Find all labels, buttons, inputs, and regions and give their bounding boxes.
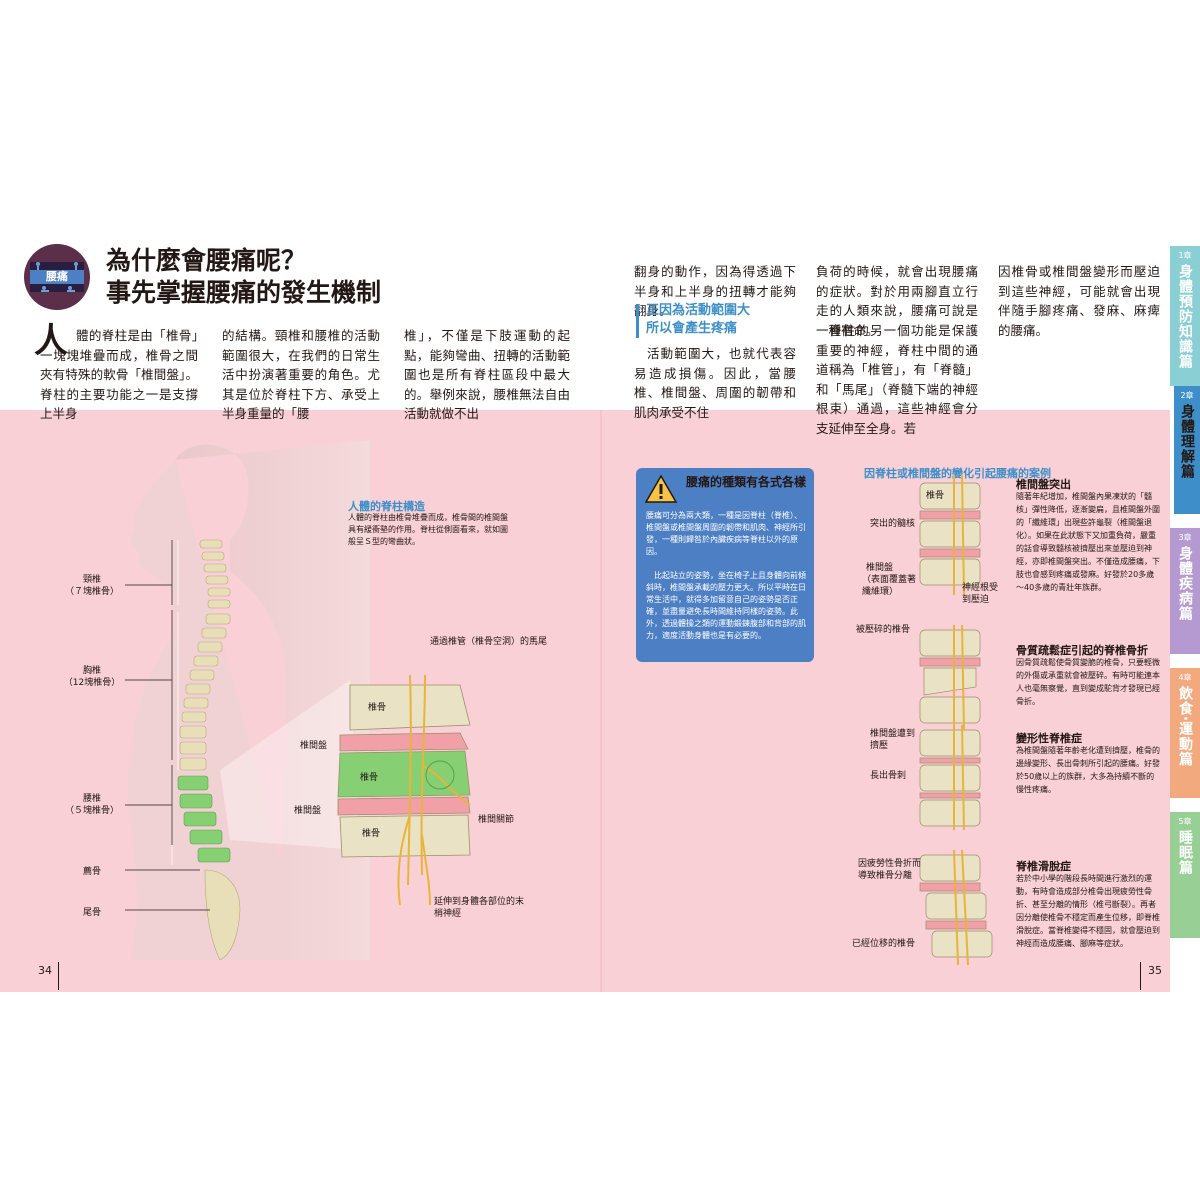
tab-2-num: 2章 [1180,391,1194,400]
intro-col3: 椎」，不僅是下肢運動的起點，能夠彎曲、扭轉的活動範圍也是所有脊柱區段中最大的。舉… [404,328,570,421]
case1-label-nucleus: 突出的髓核 [870,519,916,529]
tab-chapter-4[interactable]: 4章 飲食‧運動篇 [1170,668,1200,798]
tab-1-name: 身體預防知識篇 [1177,264,1193,369]
section-badge: 腰痛 [24,244,90,310]
tab-1-num: 1章 [1178,251,1192,260]
tab-chapter-5[interactable]: 5章 睡眠篇 [1170,812,1200,938]
case4-title: 脊椎滑脫症 [1016,860,1071,873]
case2-label-crushed: 被壓碎的椎骨 [856,625,911,635]
case1-label-annulus: （表面覆蓋著纖維環） [862,575,917,597]
warning-text-p1: 腰痛可分為兩大類，一種是因脊柱（脊椎）、椎間盤或椎間盤周圍的韌帶和肌肉、神經所引… [646,511,806,556]
label-thoracic-sub: （12塊椎骨） [63,678,121,688]
body-silhouette [175,440,370,960]
cases-heading: 因脊柱或椎間盤的變化引起腰痛的案例 [864,467,1051,480]
tab-chapter-3[interactable]: 3章 身體疾病篇 [1170,528,1200,654]
label-vertebra-3: 椎骨 [362,829,381,839]
label-lumbar-text: 腰椎 [82,794,101,804]
case1-label-disc: 椎間盤 [866,563,894,573]
case4-label-separated: 因疲勞性骨折而導致椎骨分離 [858,859,922,881]
label-sacrum: 薦骨 [82,867,101,877]
label-thoracic: 胸椎 （12塊椎骨） [62,665,122,689]
spine-bracket-lines [125,540,210,911]
intro-col2: 的結構。頸椎和腰椎的活動範圍很大，在我們的日常生活中扮演著重要的角色。尤其是位於… [222,328,380,421]
case2-text: 因骨質疏鬆使骨質變脆的椎骨，只要輕微的外傷或承重就會被壓碎。有時可能連本人也毫無… [1016,658,1160,706]
label-disc-2: 椎間盤 [294,806,322,816]
label-vertebra-1: 椎骨 [368,703,387,713]
label-coccyx: 尾骨 [82,908,101,918]
case-vertebra-illustrations [919,475,993,966]
page-title-line2: 事先掌握腰痛的發生機制 [106,278,382,307]
intro-col6: 因椎骨或椎間盤變形而壓迫到這些神經，可能就會出現伴隨手腳疼痛、發麻、麻痺的腰痛。 [998,264,1160,338]
case2-title: 骨質疏鬆症引起的脊椎骨折 [1016,644,1148,657]
tab-3-name: 身體疾病篇 [1177,546,1193,621]
subhead-line2: 所以會產生疼痛 [646,321,738,336]
label-lumbar-sub: （５塊椎骨） [64,806,119,816]
tab-5-num: 5章 [1178,817,1192,826]
drop-cap: 人 [34,321,68,361]
page-number-left: 34 [38,964,52,977]
subhead-bar [636,304,639,338]
tab-4-name: 飲食‧運動篇 [1177,686,1193,767]
label-lumbar: 腰椎 （５塊椎骨） [62,793,122,817]
case3-label-squeezed: 椎間盤遭到擠壓 [870,729,916,751]
tab-3-num: 3章 [1178,533,1192,542]
case4-text: 若於中小學的階段長時間進行激烈的運動，有時會造成部分椎骨出現疲勞性骨折、甚至分離… [1016,874,1160,948]
label-facet: 椎間關節 [478,815,515,825]
spine-caption-text: 人體的脊柱由椎骨堆疊而成，椎骨間的椎間盤具有緩衝墊的作用。脊柱從側面看來，就如圖… [348,513,508,546]
tab-5-name: 睡眠篇 [1177,830,1193,875]
label-nerve: 延伸到身體各部位的末梢神經 [434,897,525,919]
case3-label-spur: 長出骨刺 [870,771,907,781]
warning-icon [644,474,678,504]
label-vertebra-2: 椎骨 [360,773,379,783]
intro-col4b: 活動範圍大，也就代表容易造成損傷。因此，當腰椎、椎間盤、周圍的韌帶和肌肉承受不住 [634,346,796,420]
badge-label: 腰痛 [30,270,84,284]
tab-2-name: 身體理解篇 [1179,404,1195,479]
tab-chapter-1[interactable]: 1章 身體預防知識篇 [1170,246,1200,396]
intro-col1: 體的脊柱是由「椎骨」一塊塊堆疊而成，椎骨之間夾有特殊的軟骨「椎間盤」。脊柱的主要… [40,328,198,421]
page-number-right-rule [1140,962,1141,990]
page-number-right: 35 [1148,964,1162,977]
case1-title: 椎間盤突出 [1016,478,1071,491]
label-canal: 通過椎管（椎骨空洞）的馬尾 [430,637,548,647]
tab-4-num: 4章 [1178,673,1192,682]
subhead-line1: 正因為活動範圍大 [646,303,751,318]
intro-col4: 翻身的動作，因為得透過下半身和上半身的扭轉才能夠翻身。 [634,264,796,318]
label-thoracic-text: 胸椎 [82,666,101,676]
vertebra-detail-illustration [337,675,471,906]
intro-col5b: 脊柱的另一個功能是保護重要的神經，脊柱中間的通道稱為「椎管」，有「脊髓」和「馬尾… [816,323,978,436]
case1-label-vertebra: 椎骨 [926,491,945,501]
label-cervical-text: 頸椎 [82,575,101,585]
page-number-left-rule [58,962,59,990]
intro-col5: 負荷的時候，就會出現腰痛的症狀。對於用兩腳直立行走的人類來說，腰痛可說是一種宿命… [816,264,978,338]
case1-text: 隨著年紀增加，椎間盤內果凍狀的「髓核」彈性降低，逐漸變扁，且椎間盤外圍的「纖維環… [1016,492,1160,592]
sacrum [204,869,241,960]
case3-text: 為椎間盤隨著年齡老化遭到擠壓，椎骨的邊緣變形、長出骨刺所引起的腰痛。好發於50歲… [1016,746,1160,794]
label-cervical: 頸椎 （７塊椎骨） [62,574,122,598]
warning-text-p2: 比起站立的姿勢，坐在椅子上且身體向前傾斜時，椎間盤承載的壓力更大。所以平時在日常… [646,571,806,640]
tab-chapter-2[interactable]: 2章 身體理解篇 [1170,386,1200,514]
page-gutter [600,410,602,992]
spine-caption-title: 人體的脊柱構造 [348,500,425,513]
label-cervical-sub: （７塊椎骨） [64,587,119,597]
case3-title: 變形性脊椎症 [1016,732,1082,745]
warning-title: 腰痛的種類有各式各樣 [686,475,807,489]
label-disc-1: 椎間盤 [300,741,328,751]
page-title-line1: 為什麼會腰痛呢？ [106,246,307,275]
case1-label-nerve: 神經根受到壓迫 [962,583,999,605]
case4-label-slipped: 已經位移的椎骨 [852,939,916,949]
